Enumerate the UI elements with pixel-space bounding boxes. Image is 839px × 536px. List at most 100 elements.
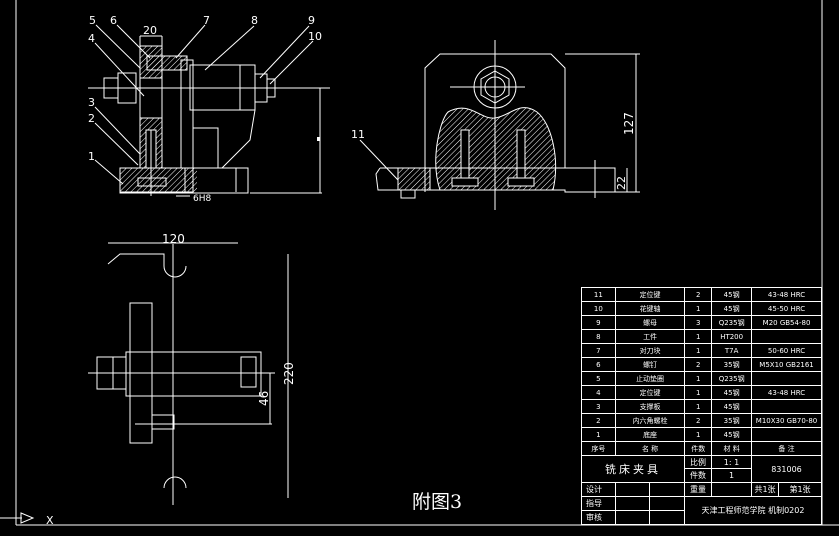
scale-value: 1: 1 [711,455,752,469]
svg-text:1: 1 [88,150,95,163]
parts-cell-qty: 3 [684,315,713,330]
parts-cell-no: 1 [581,427,616,442]
drawing-title: 铣床夹具 [581,455,685,483]
svg-text:2: 2 [88,112,95,125]
parts-cell-name: 螺钉 [614,357,686,372]
parts-cell-name: 内六角螺栓 [614,413,686,428]
parts-cell-no: 11 [581,287,616,302]
parts-cell-note: 50-60 HRC [751,343,822,358]
parts-cell-material: 45钢 [711,427,753,442]
drawing-number: 831006 [751,455,822,483]
dim-22: 22 [615,176,628,190]
parts-cell-qty: 2 [684,287,713,302]
instructor-label: 指导 [581,496,616,511]
svg-text:6: 6 [110,14,117,27]
svg-text:8: 8 [251,14,258,27]
parts-cell-no: 6 [581,357,616,372]
balloons-front: 5 6 7 8 9 10 4 3 2 1 [88,14,322,185]
school-name: 天津工程师范学院 机制0202 [684,496,822,525]
parts-cell-qty: 1 [684,343,713,358]
parts-cell-qty: 2 [684,413,713,428]
title-block: 铣床夹具 比例 1: 1 件数 1 831006 设计 重量 共1张 第1张 指… [581,455,822,525]
parts-cell-note: M5X10 GB2161 [751,357,822,372]
dim-20: 20 [143,24,157,37]
parts-cell-no: 10 [581,301,616,316]
parts-cell-material: 45钢 [711,385,753,400]
figure-label: 附图3 [412,491,463,513]
parts-cell-note: M20 GB54-80 [751,315,822,330]
parts-cell-qty: 2 [684,357,713,372]
parts-cell-no: 2 [581,413,616,428]
parts-cell-qty: 1 [684,329,713,344]
front-view: 6H8 20 5 6 7 8 9 10 4 3 2 1 [88,14,330,204]
parts-cell-note [751,427,822,442]
parts-cell-name: 止动垫圈 [614,371,686,386]
parts-cell-note: 43-48 HRC [751,385,822,400]
svg-text:3: 3 [88,96,95,109]
sheets-total: 共1张 [751,482,779,497]
parts-cell-qty: 1 [684,371,713,386]
parts-cell-material: Q235钢 [711,315,753,330]
svg-text:4: 4 [88,32,95,45]
parts-cell-name: 花键轴 [614,301,686,316]
parts-cell-name: 对刀块 [614,343,686,358]
svg-text:10: 10 [308,30,322,43]
parts-cell-material: 35钢 [711,357,753,372]
parts-cell-no: 3 [581,399,616,414]
top-view: 120 220 46 [88,232,296,505]
designer-label: 设计 [581,482,616,497]
dim-46: 46 [257,391,271,406]
parts-cell-material: 45钢 [711,287,753,302]
parts-cell-material: Q235钢 [711,371,753,386]
parts-cell-note: M10X30 GB70-80 [751,413,822,428]
dim-127: 127 [622,112,636,135]
reviewer-label: 审核 [581,510,616,525]
parts-cell-name: 工件 [614,329,686,344]
fit-dim: 6H8 [193,194,211,204]
parts-cell-material: T7A [711,343,753,358]
parts-cell-name: 支撑板 [614,399,686,414]
parts-cell-no: 4 [581,385,616,400]
weight-label: 重量 [684,482,712,497]
svg-text:5: 5 [89,14,96,27]
parts-cell-no: 7 [581,343,616,358]
drawing-border [15,0,839,526]
parts-cell-qty: 1 [684,399,713,414]
parts-cell-qty: 1 [684,385,713,400]
parts-cell-material: HT200 [711,329,753,344]
side-view: 127 22 11 [351,40,640,210]
parts-cell-no: 9 [581,315,616,330]
parts-cell-note: 43-48 HRC [751,287,822,302]
parts-cell-note [751,399,822,414]
balloon-11: 11 [351,128,365,141]
parts-cell-qty: 1 [684,427,713,442]
sheet-number: 第1张 [778,482,822,497]
parts-cell-qty: 1 [684,301,713,316]
parts-cell-material: 45钢 [711,399,753,414]
parts-cell-no: 8 [581,329,616,344]
ucs-axis-icon: X [0,512,54,527]
parts-cell-name: 定位键 [614,287,686,302]
parts-cell-material: 35钢 [711,413,753,428]
svg-text:7: 7 [203,14,210,27]
count-value: 1 [711,468,752,483]
dim-120: 120 [162,232,185,246]
parts-cell-name: 底座 [614,427,686,442]
parts-cell-note [751,329,822,344]
parts-table-header: 序号 名 称 件数 材 料 备 注 [581,441,822,456]
count-label: 件数 [684,468,712,483]
ucs-axis-label: X [46,514,54,527]
svg-text:9: 9 [308,14,315,27]
